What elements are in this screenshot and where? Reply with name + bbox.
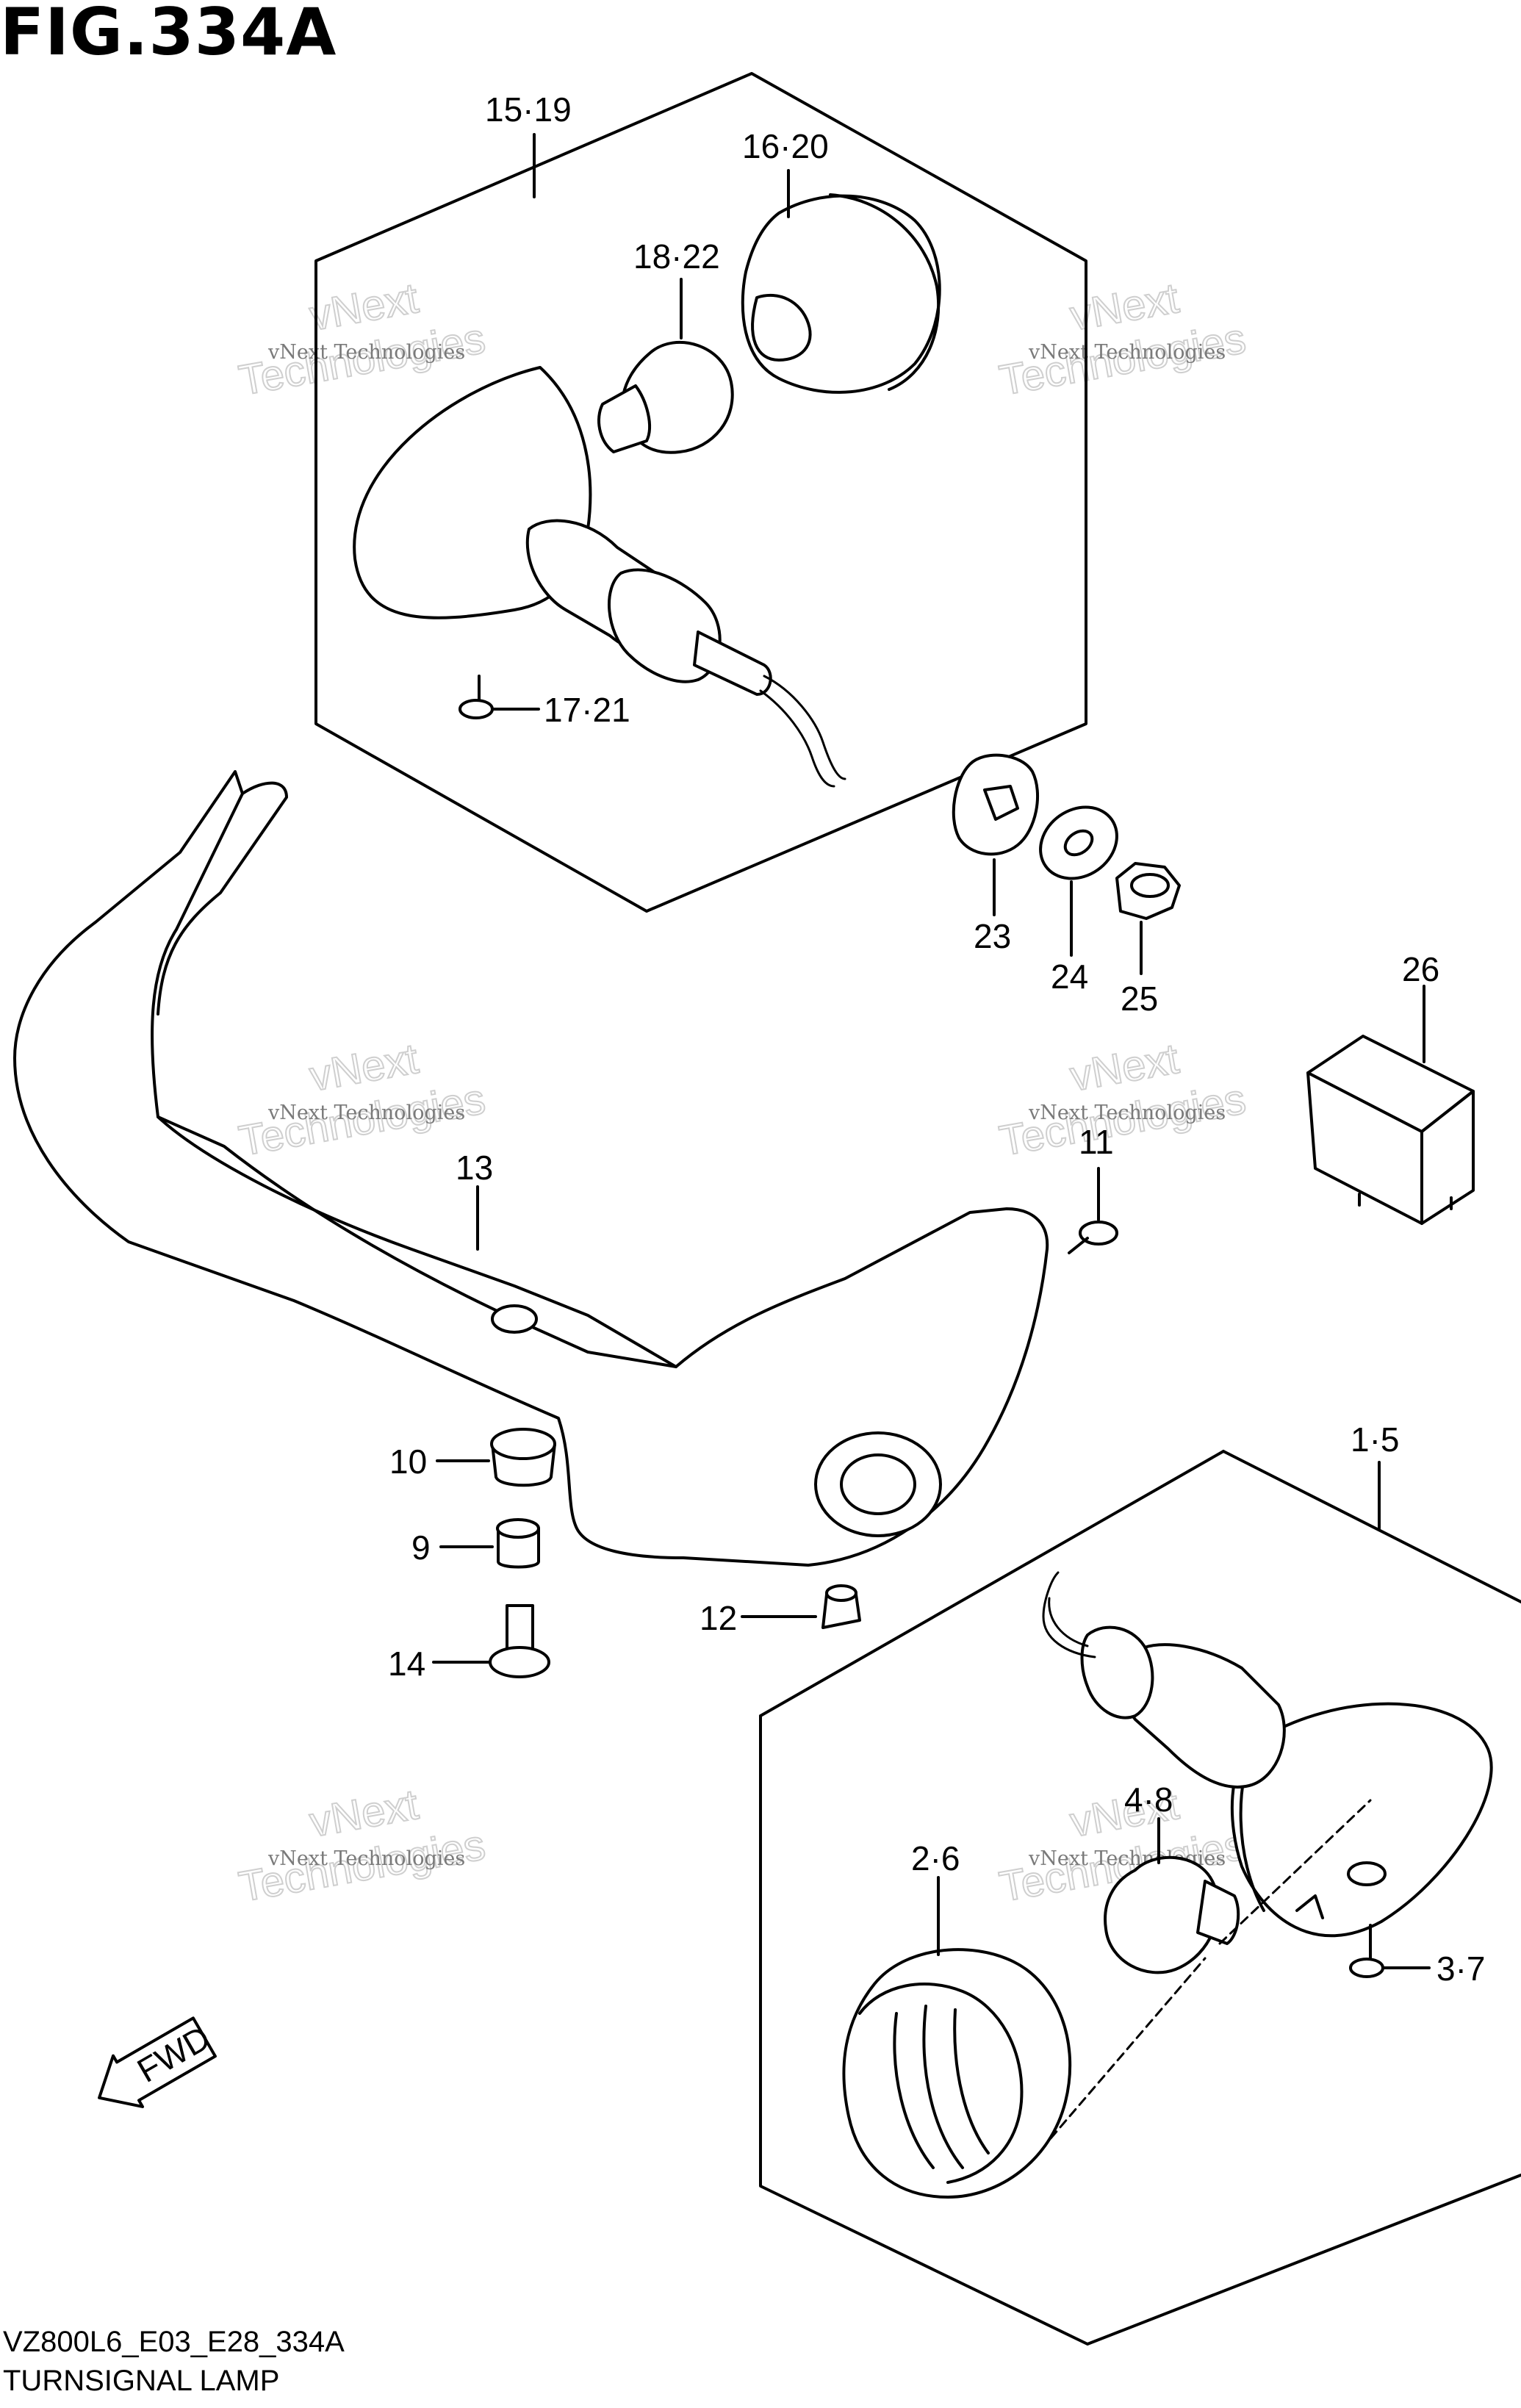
assembly-line xyxy=(1049,1799,1372,2140)
bulb-base-front xyxy=(1196,1880,1240,1945)
lamp-stud-rear xyxy=(693,630,772,696)
mount-stay-13 xyxy=(13,770,1049,1567)
callout-3-7: 3·7 xyxy=(1436,1949,1485,1988)
callout-16-20: 16·20 xyxy=(742,127,829,165)
lens-rim-front xyxy=(858,1983,1024,2184)
bolt-12-top xyxy=(825,1584,857,1602)
watermark-small: vNext Technologies xyxy=(1028,1101,1226,1124)
lamp-clip-front xyxy=(1295,1894,1324,1919)
collar-9-top xyxy=(496,1518,540,1539)
bulb-4-8 xyxy=(1104,1855,1240,1974)
collar-9 xyxy=(496,1518,540,1569)
figure-name: TURNSIGNAL LAMP xyxy=(3,2365,280,2397)
callout-9: 9 xyxy=(411,1528,431,1567)
washer-24-hole xyxy=(1063,829,1094,857)
figure-code: VZ800L6_E03_E28_334A xyxy=(3,2326,345,2358)
lamp-wire-front xyxy=(1042,1571,1096,1658)
lamp-wire-rear-2 xyxy=(759,689,835,788)
lens-rib-3 xyxy=(953,2008,990,2154)
callout-11: 11 xyxy=(1079,1123,1114,1161)
watermark-small: vNext Technologies xyxy=(267,1847,465,1870)
figure-title: FIG.334A xyxy=(0,0,337,70)
washer-24 xyxy=(1039,805,1118,880)
watermark-2: vNext Technologies vNext Technologies xyxy=(995,273,1250,406)
collar-9-body xyxy=(497,1527,540,1569)
lamp-collar-rear xyxy=(608,568,722,683)
watermark-small: vNext Technologies xyxy=(267,341,465,364)
lamp-wire-front-2 xyxy=(1048,1597,1089,1647)
lens-16-20 xyxy=(741,193,941,394)
fwd-arrow-shape xyxy=(98,2016,217,2108)
watermark-1: vNext Technologies vNext Technologies xyxy=(234,273,489,406)
bulb-base-rear xyxy=(597,384,652,453)
callout-10: 10 xyxy=(389,1442,427,1481)
grommet-10-top xyxy=(490,1428,556,1460)
callout-15-19: 15·19 xyxy=(485,90,572,129)
bolt-14-head xyxy=(489,1646,550,1678)
nut-25 xyxy=(1115,862,1181,920)
screw-11-shank xyxy=(1068,1237,1089,1254)
watermark-small: vNext Technologies xyxy=(267,1101,465,1124)
relay-26 xyxy=(1306,1035,1475,1225)
callout-1-5: 1·5 xyxy=(1351,1420,1399,1459)
stay-lamp-hole-inner xyxy=(840,1453,916,1515)
watermark-3: vNext Technologies vNext Technologies xyxy=(234,1034,489,1166)
callout-18-22: 18·22 xyxy=(633,237,720,276)
bulb-glass-front xyxy=(1104,1855,1220,1974)
watermark-4: vNext Technologies vNext Technologies xyxy=(995,1034,1250,1166)
stay-body xyxy=(13,770,1049,1567)
lamp-housing-front xyxy=(1230,1702,1493,1938)
stay-inner-edge xyxy=(157,1115,677,1368)
lens-2-6 xyxy=(842,1948,1072,2199)
screw-11 xyxy=(1068,1221,1118,1254)
stay-upper-edge xyxy=(157,781,288,1016)
hexagon-rear-lamp-group xyxy=(314,72,1087,913)
plate-23-hole xyxy=(983,785,1019,821)
stay-bolt-hole xyxy=(491,1304,538,1334)
lamp-socket-front xyxy=(1347,1861,1387,1886)
callout-26: 26 xyxy=(1402,950,1439,988)
plate-23-body xyxy=(952,753,1039,856)
callout-25: 25 xyxy=(1121,980,1158,1018)
callout-2-6: 2·6 xyxy=(911,1839,960,1877)
lens-tab-rear xyxy=(751,293,812,362)
screw-3-7-head xyxy=(1349,1958,1384,1978)
callout-23: 23 xyxy=(974,917,1011,955)
nut-25-top xyxy=(1130,873,1170,898)
callout-12: 12 xyxy=(700,1599,737,1637)
lens-rib-1 xyxy=(893,2012,935,2169)
watermark-5: vNext Technologies vNext Technologies xyxy=(234,1780,489,1912)
bulb-18-22 xyxy=(597,340,734,454)
hexagon-front-lamp-group xyxy=(759,1450,1521,2346)
bracket-plate-23 xyxy=(952,753,1039,856)
grommet-10 xyxy=(490,1428,556,1487)
front-turnsignal-lamp xyxy=(1042,1571,1493,1938)
lens-rim-rear xyxy=(829,193,941,391)
bolt-14-shank xyxy=(506,1604,534,1651)
lens-rib-2 xyxy=(922,2005,964,2169)
lamp-wire-rear xyxy=(763,675,846,780)
callout-17-21: 17·21 xyxy=(544,691,630,729)
relay-side xyxy=(1420,1090,1475,1225)
watermark-small: vNext Technologies xyxy=(1028,341,1226,364)
screw-head xyxy=(459,699,494,719)
callout-labels: 15·19 16·20 18·22 17·21 23 24 25 26 11 1… xyxy=(388,90,1485,1988)
callout-4-8: 4·8 xyxy=(1124,1780,1173,1819)
nut-25-body xyxy=(1115,862,1181,920)
fwd-arrow: FWD xyxy=(98,2016,217,2108)
screw-17-21 xyxy=(459,675,494,719)
callout-14: 14 xyxy=(388,1645,425,1683)
screw-11-head xyxy=(1079,1221,1118,1246)
callout-13: 13 xyxy=(456,1149,493,1187)
lamp-collar-front xyxy=(1080,1625,1154,1719)
callout-24: 24 xyxy=(1051,957,1088,996)
rear-turnsignal-lamp xyxy=(353,366,846,788)
bolt-14 xyxy=(489,1604,550,1678)
bolt-12 xyxy=(821,1584,861,1629)
